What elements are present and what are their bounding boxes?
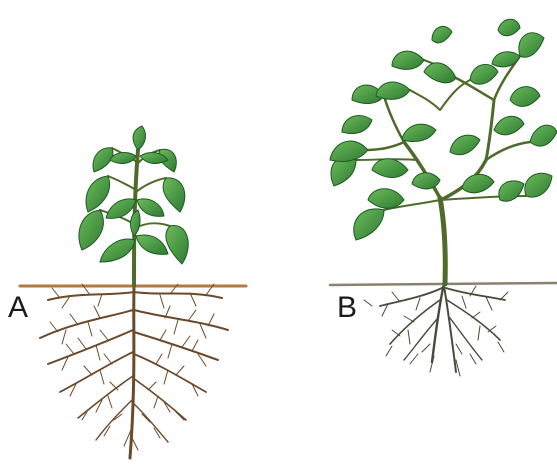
- plant-label-a: A: [8, 293, 28, 323]
- plant-a: [20, 126, 246, 458]
- root-system-b: [364, 284, 508, 376]
- root-system-a: [40, 284, 228, 458]
- plant-label-b: B: [337, 293, 357, 323]
- stem-b: [440, 198, 445, 284]
- shoot-a: [79, 126, 188, 286]
- plant-b: [330, 19, 557, 376]
